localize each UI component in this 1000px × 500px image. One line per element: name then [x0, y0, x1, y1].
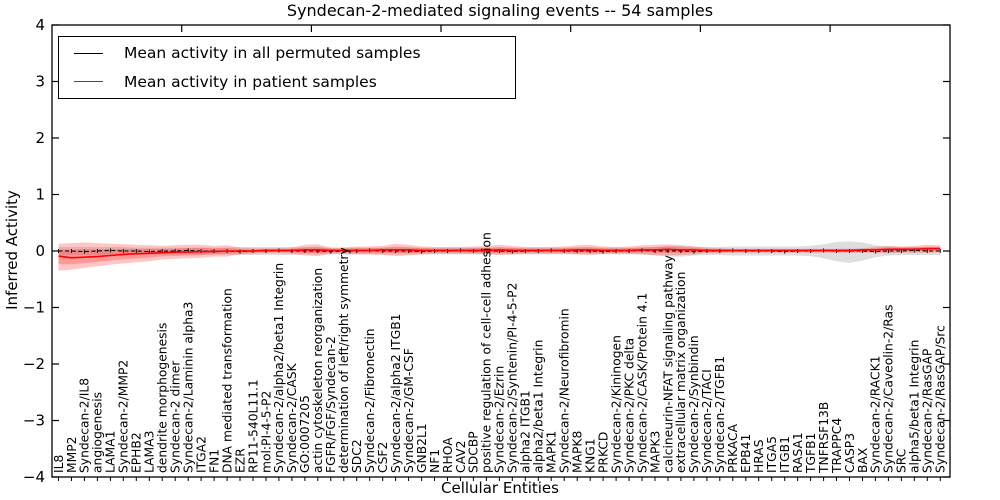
- x-entity-label: EPHB2: [130, 432, 144, 473]
- y-tick-label: −1: [23, 299, 45, 317]
- x-entity-label: RASA1: [791, 432, 805, 473]
- x-entity-label: MAPK3: [648, 431, 662, 473]
- x-entity-label: KNG1: [584, 438, 598, 473]
- x-entity-label: alpha5/beta1 Integrin: [908, 340, 922, 473]
- x-entity-label: Syndecan-2/Syntenin/PI-4-5-P2: [506, 283, 520, 473]
- x-entity-label: RP11-540L11.1: [246, 379, 260, 473]
- x-entity-label: Syndecan-2/TACI: [700, 369, 714, 473]
- legend-label-permuted: Mean activity in all permuted samples: [124, 44, 421, 63]
- x-entity-label: SDC2: [350, 439, 364, 473]
- x-entity-label: GNB2L1: [415, 423, 429, 473]
- x-axis-label: Cellular Entities: [441, 479, 559, 497]
- x-entity-label: SRC: [895, 449, 909, 473]
- x-entity-label: positive regulation of cell-cell adhesio…: [480, 232, 494, 473]
- x-entity-label: RHOA: [441, 437, 455, 473]
- y-tick-label: 3: [35, 73, 45, 91]
- x-entity-label: ITGA2: [194, 436, 208, 473]
- x-entity-label: TGFB1: [804, 433, 818, 474]
- x-entity-label: Syndecan-2/Fibronectin: [363, 328, 377, 473]
- x-entity-label: GO:0007205: [298, 395, 312, 473]
- x-entity-label: EZR: [233, 448, 247, 473]
- chart-title: Syndecan-2-mediated signaling events -- …: [286, 1, 714, 20]
- x-ticks-bottom: [58, 477, 941, 481]
- x-entity-label: CASP3: [843, 433, 857, 473]
- x-entity-label: ITGA5: [765, 436, 779, 473]
- x-entity-label: alpha2/beta1 Integrin: [532, 340, 546, 473]
- y-tick-label: −2: [23, 355, 45, 373]
- x-entity-label: Syndecan-2/RasGAP/Src: [934, 325, 948, 473]
- legend: Mean activity in all permuted samples Me…: [58, 36, 516, 99]
- x-entity-label: Syndecan-2/Synbindin: [687, 335, 701, 473]
- y-tick-label: −4: [23, 468, 45, 486]
- x-entity-label: PRKACA: [726, 423, 740, 473]
- x-entity-label: NF1: [428, 449, 442, 473]
- x-entity-label: TRAPPC4: [830, 418, 844, 474]
- y-tick-label: 0: [35, 242, 45, 260]
- x-entity-label: IL8: [52, 455, 66, 473]
- line-patient-mean: [58, 247, 941, 259]
- x-entity-label: TNFRSF13B: [817, 402, 831, 474]
- legend-item-permuted: Mean activity in all permuted samples: [59, 39, 515, 67]
- x-entity-label: Syndecan-2/Laminin alpha3: [182, 302, 196, 473]
- x-entity-label: MAPK8: [571, 431, 585, 473]
- x-entity-label: actin cytoskeleton reorganization: [311, 268, 325, 473]
- x-entity-label: extracellular matrix organization: [674, 272, 688, 473]
- y-tick-label: −3: [23, 412, 45, 430]
- x-entity-label: Syndecan-2/GM-CSF: [402, 348, 416, 473]
- x-entity-label: LAMA1: [104, 431, 118, 473]
- x-entity-label: Syndecan-2/RACK1: [869, 356, 883, 473]
- x-entity-label: angiogenesis: [91, 392, 105, 473]
- x-entity-label: MAPK1: [545, 431, 559, 473]
- x-entity-label: calcineurin-NFAT signaling pathway: [661, 255, 675, 473]
- y-tick-label: 2: [35, 129, 45, 147]
- x-entity-label: determination of left/right symmetry: [337, 247, 351, 473]
- y-tick-label: 1: [35, 186, 45, 204]
- x-entity-label: Syndecan-2/RasGAP: [921, 349, 935, 473]
- x-entity-label: PRKCD: [596, 432, 610, 473]
- x-entity-label: Syndecan-2/IL8: [78, 378, 92, 473]
- x-entity-label: FN1: [207, 449, 221, 473]
- x-entity-label: alpha2 ITGB1: [519, 390, 533, 473]
- x-entity-label: SDCBP: [467, 431, 481, 473]
- x-entity-label: LAMA3: [143, 431, 157, 473]
- x-entity-label: Syndecan-2/CASK: [285, 362, 299, 473]
- x-entity-label: dendrite morphogenesis: [156, 323, 170, 473]
- x-entity-label: Syndecan-2/alpha2 ITGB1: [389, 314, 403, 474]
- x-entity-label: Syndecan-2/Kininogen: [609, 335, 623, 473]
- x-entity-label: BAX: [856, 447, 870, 473]
- y-axis-label: Inferred Activity: [3, 190, 21, 310]
- x-entity-label: Syndecan-2/Ezrin: [493, 366, 507, 473]
- x-entity-label: Syndecan-2/CASK/Protein 4.1: [635, 293, 649, 473]
- x-entity-label: HRAS: [752, 439, 766, 473]
- legend-label-patient: Mean activity in patient samples: [124, 72, 377, 91]
- x-entity-label: Syndecan-2/TGFB1: [713, 356, 727, 473]
- x-entity-label: Syndecan-2/alpha2/beta1 Integrin: [272, 263, 286, 473]
- x-entity-label: DNA mediated transformation: [220, 288, 234, 473]
- x-entity-label: MMP2: [65, 437, 79, 473]
- x-entity-label: Syndecan-2/MMP2: [117, 360, 131, 473]
- x-entity-label: mol:PI-4-5-P2: [259, 391, 273, 473]
- x-entity-label: EPB41: [739, 434, 753, 473]
- patient-line-sample: [74, 81, 103, 83]
- x-entity-label: Syndecan-2/Caveolin-2/Ras: [882, 305, 896, 473]
- legend-item-patient: Mean activity in patient samples: [59, 68, 515, 96]
- x-entity-label: CSF2: [376, 442, 390, 473]
- x-entity-label: Syndecan-2/Neurofibromin: [558, 308, 572, 473]
- x-entity-label: Syndecan-2 dimer: [169, 360, 183, 473]
- x-entity-label: ITGB1: [778, 436, 792, 473]
- x-entity-label: Syndecan-2/PKC delta: [622, 338, 636, 473]
- permuted-line-sample: [74, 52, 103, 54]
- y-tick-label: 4: [35, 16, 45, 34]
- x-entity-label: CAV2: [454, 441, 468, 473]
- plot-border: [51, 24, 951, 478]
- x-entity-label: FGFR/FGF/Syndecan-2: [324, 336, 338, 473]
